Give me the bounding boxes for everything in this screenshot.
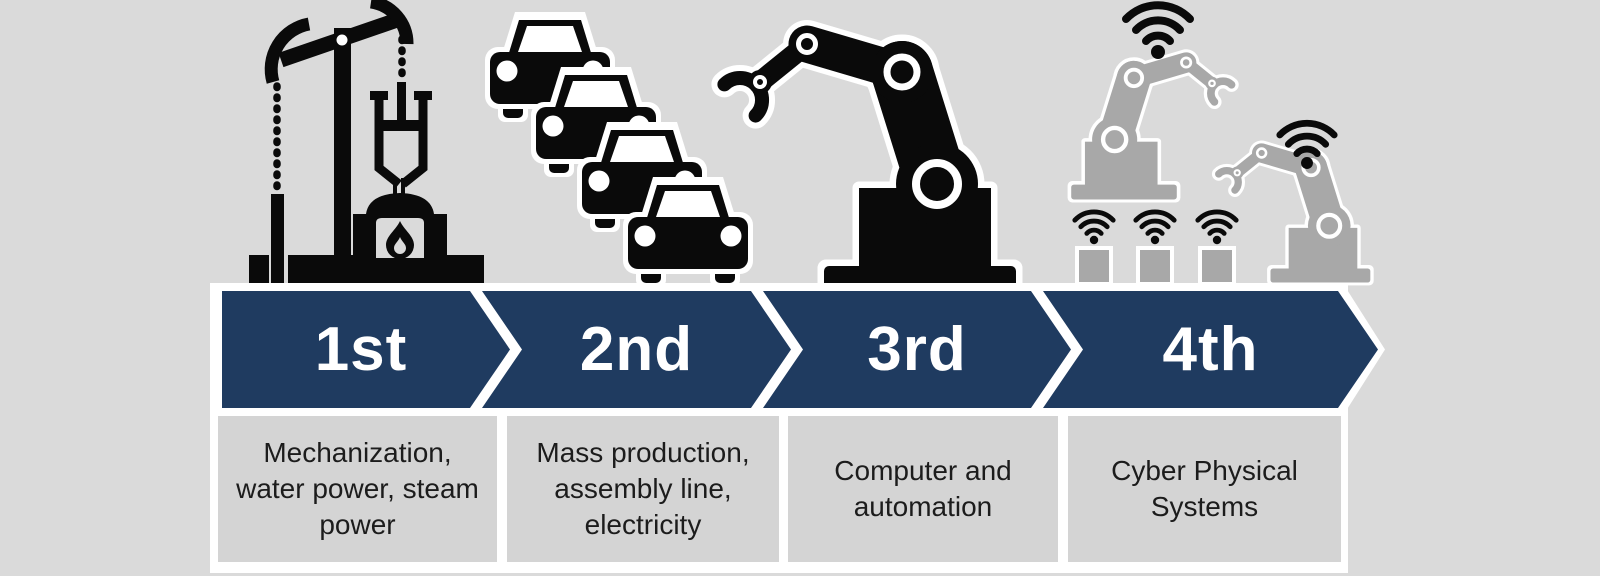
wifi-icon	[1198, 212, 1236, 244]
steam-engine-icon	[249, 0, 484, 290]
stage-arrow-3rd: 3rd	[763, 291, 1071, 408]
stage-arrow-2nd: 2nd	[482, 291, 791, 408]
stage-description-text: Computer and automation	[834, 455, 1012, 522]
wifi-icon	[1075, 212, 1113, 244]
stage-arrow-4th: 4th	[1043, 291, 1378, 408]
robot-arm-icon	[697, 2, 1030, 300]
stage-label-4th: 4th	[1162, 315, 1259, 384]
bottom-page-edge	[0, 576, 1600, 579]
iot-robots-icon	[1030, 0, 1382, 292]
stage-description-3rd: Computer and automation	[788, 416, 1058, 562]
stage-description-text: Mass production, assembly line, electric…	[536, 437, 750, 540]
stage-label-2nd: 2nd	[579, 315, 694, 384]
stage-description-text: Cyber Physical Systems	[1111, 455, 1298, 522]
stage-description-4th: Cyber Physical Systems	[1068, 416, 1341, 562]
stage-description-text: Mechanization, water power, steam power	[236, 437, 479, 540]
stage-description-1st: Mechanization, water power, steam power	[218, 416, 497, 562]
wifi-icon	[1136, 212, 1174, 244]
stage-label-1st: 1st	[314, 315, 408, 384]
stage-arrow-1st: 1st	[222, 291, 510, 408]
stage-description-2nd: Mass production, assembly line, electric…	[507, 416, 779, 562]
stage-label-3rd: 3rd	[867, 315, 967, 384]
